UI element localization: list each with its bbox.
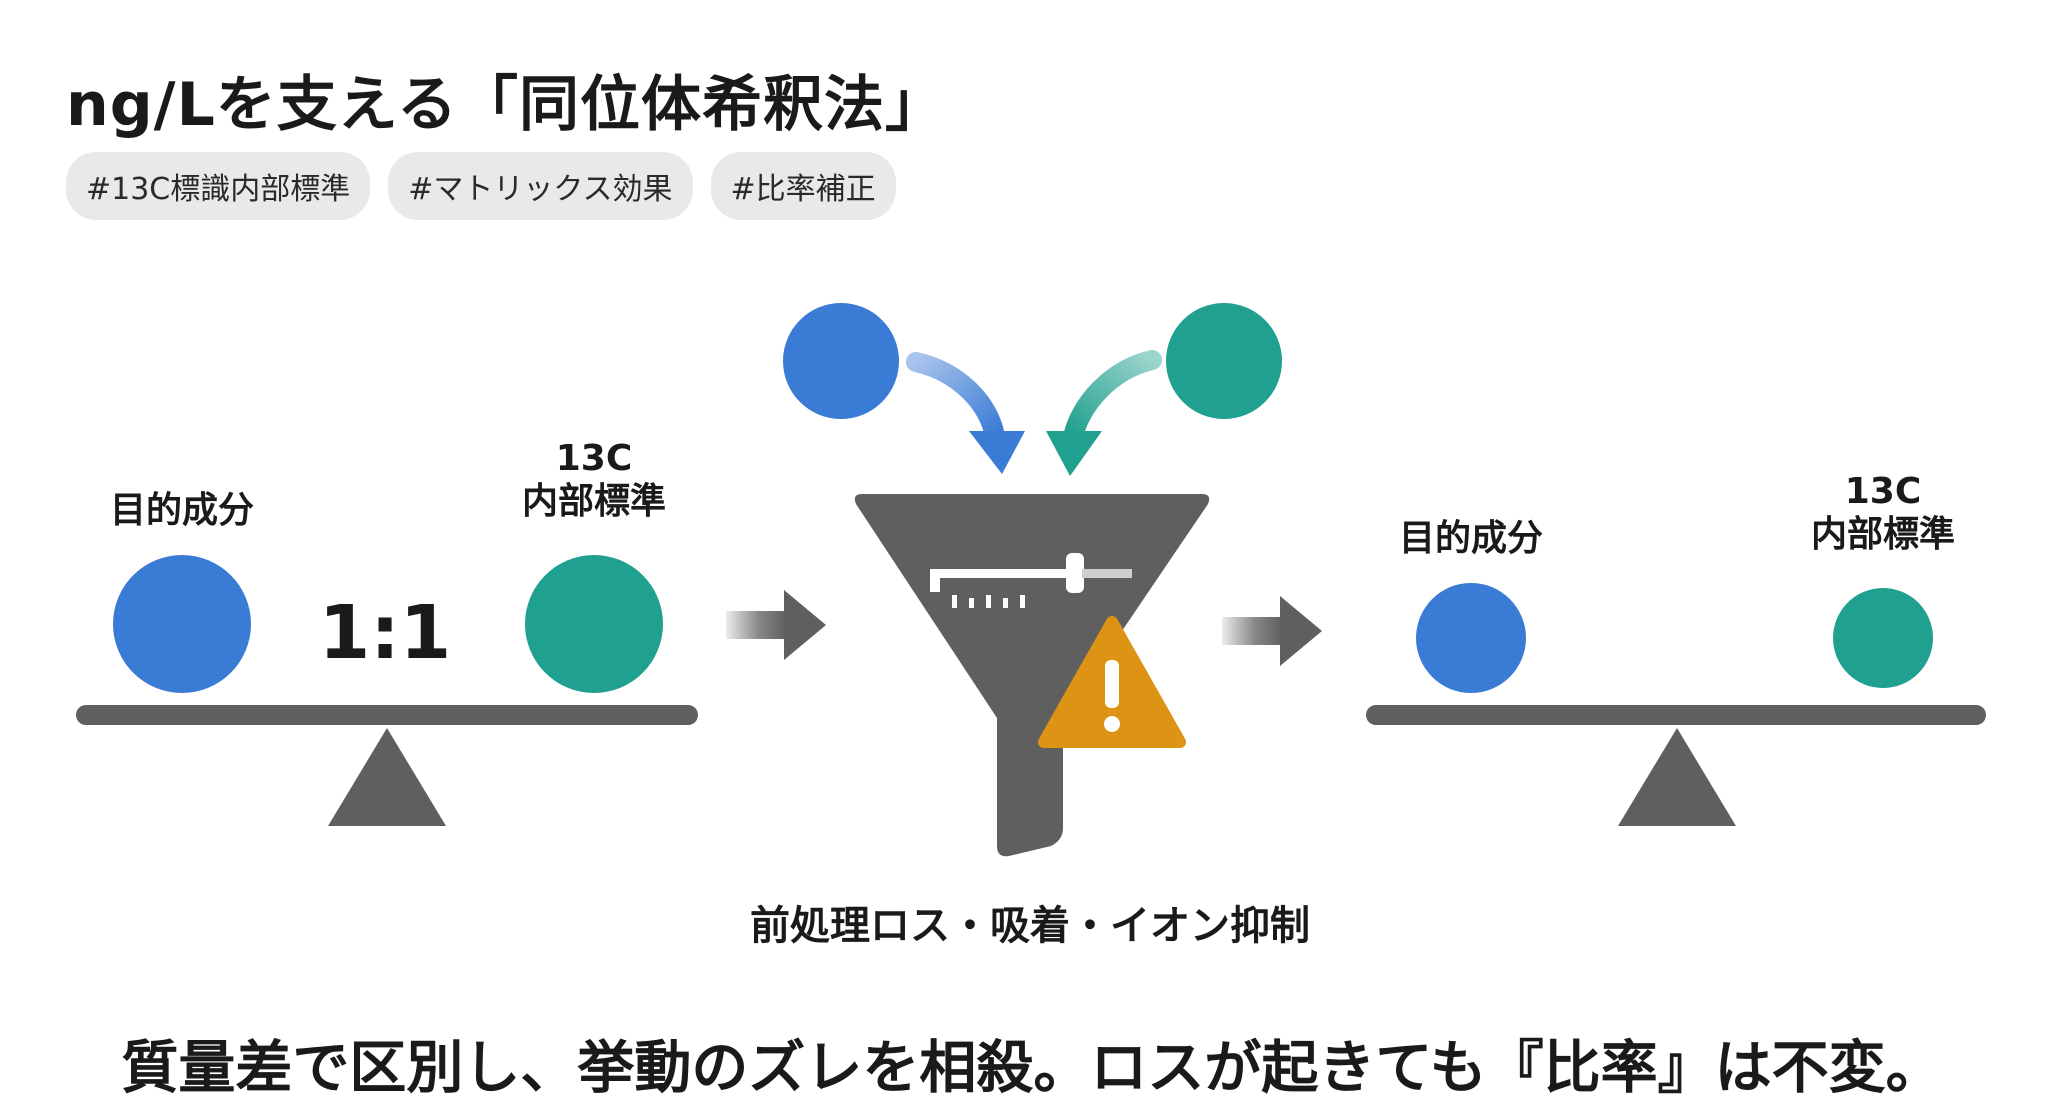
right-standard-label-line1: 13C (1844, 471, 1922, 512)
funnel-icon (854, 494, 1210, 857)
left-analyte-label: 目的成分 (109, 490, 255, 531)
left-balance-beam (76, 705, 698, 725)
left-balance-scale (76, 555, 698, 826)
arrow-right-icon (726, 590, 826, 660)
right-standard-label: 13C 内部標準 (1811, 470, 1955, 556)
input-analyte-ball (783, 303, 899, 419)
right-balance-beam (1366, 705, 1986, 725)
left-standard-label: 13C 内部標準 (522, 437, 666, 523)
process-caption: 前処理ロス・吸着・イオン抑制 (750, 903, 1310, 949)
right-balance-scale (1366, 583, 1986, 826)
left-standard-label-line1: 13C (555, 438, 633, 479)
warning-icon (1038, 616, 1186, 748)
left-standard-ball (525, 555, 663, 693)
left-balance-fulcrum (328, 728, 446, 826)
tag-isotope-standard: #13C標識内部標準 (66, 152, 371, 220)
left-analyte-ball (113, 555, 251, 693)
right-standard-ball (1833, 588, 1933, 688)
right-analyte-ball (1416, 583, 1526, 693)
right-standard-label-line2: 内部標準 (1810, 514, 1956, 556)
bottom-message: 質量差で区別し、挙動のズレを相殺。ロスが起きても『比率』は不変。 (121, 1035, 1943, 1101)
input-standard-ball (1166, 303, 1282, 419)
syringe-icon (930, 553, 1132, 608)
left-standard-label-line2: 内部標準 (521, 481, 667, 523)
arrow-right-icon (1222, 596, 1322, 666)
page-title: ng/Lを支える「同位体希釈法」 (66, 70, 947, 140)
tag-matrix-effect: #マトリックス効果 (388, 152, 693, 220)
tag-list: #13C標識内部標準 #マトリックス効果 #比率補正 (66, 152, 896, 220)
right-balance-fulcrum (1618, 728, 1736, 826)
curved-arrow-icon (1046, 350, 1162, 476)
curved-arrow-icon (906, 352, 1025, 474)
ratio-label: 1:1 (318, 590, 452, 676)
tag-ratio-correction: #比率補正 (710, 152, 896, 220)
right-analyte-label: 目的成分 (1398, 518, 1544, 559)
